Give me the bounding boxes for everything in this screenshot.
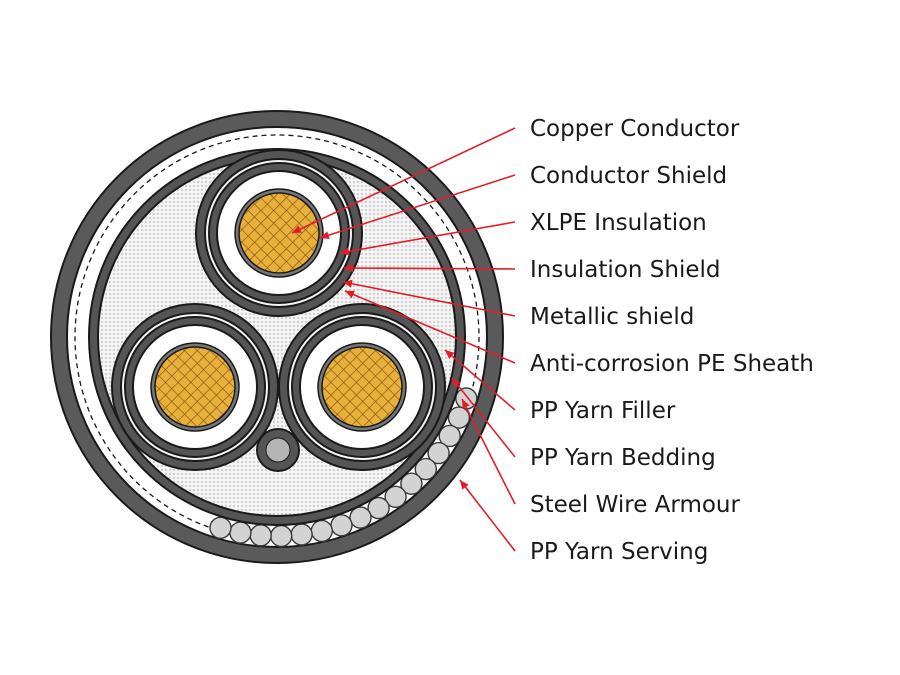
steel-wire <box>249 524 272 547</box>
centre-filler-core <box>265 437 291 463</box>
steel-wire <box>427 441 450 465</box>
steel-wire <box>384 485 407 508</box>
leader-insulation-shield <box>343 267 516 270</box>
label-copper-conductor: Copper Conductor <box>530 116 740 142</box>
arrowhead-icon <box>344 264 353 273</box>
arrowhead-icon <box>462 399 470 409</box>
steel-wire <box>330 514 353 537</box>
conductor-core <box>111 303 279 471</box>
leader-metallic-shield <box>342 281 516 317</box>
steel-wire <box>310 519 333 543</box>
copper-conductor <box>238 192 320 274</box>
steel-wire <box>367 496 390 520</box>
steel-wire <box>438 424 461 448</box>
steel-wire <box>400 472 423 495</box>
label-xlpe-insulation: XLPE Insulation <box>530 210 707 236</box>
leader-pp-yarn-serving <box>459 479 516 552</box>
arrowhead-icon <box>340 247 350 256</box>
steel-wire <box>290 523 313 546</box>
steel-wire <box>209 516 232 539</box>
label-steel-wire-armour: Steel Wire Armour <box>530 492 740 518</box>
steel-wire <box>349 506 372 529</box>
arrowhead-icon <box>343 279 353 288</box>
leader-steel-wire-armour <box>461 398 516 505</box>
conductor-core <box>278 303 446 471</box>
conductor-core <box>195 149 363 317</box>
leader-pp-yarn-bedding <box>451 377 516 458</box>
leader-anti-corrosion-pe-sheath <box>344 290 516 364</box>
leader-pp-yarn-filler <box>444 349 516 411</box>
leader-conductor-shield <box>319 174 516 239</box>
arrowhead-icon <box>292 225 302 233</box>
label-pp-yarn-serving: PP Yarn Serving <box>530 539 708 565</box>
steel-wire <box>229 521 252 544</box>
leader-copper-conductor <box>291 127 516 234</box>
arrowhead-icon <box>320 231 330 239</box>
label-anti-corrosion-pe-sheath: Anti-corrosion PE Sheath <box>530 351 814 377</box>
copper-conductor <box>321 346 403 428</box>
arrowhead-icon <box>345 290 355 299</box>
steel-wire <box>447 406 471 429</box>
label-metallic-shield: Metallic shield <box>530 304 694 330</box>
conductor-cores <box>111 149 446 471</box>
arrowhead-icon <box>460 480 469 490</box>
steel-wire <box>270 524 293 548</box>
leader-xlpe-insulation <box>339 221 516 254</box>
arrowhead-icon <box>445 350 455 359</box>
arrowhead-icon <box>452 378 461 388</box>
label-pp-yarn-filler: PP Yarn Filler <box>530 398 676 424</box>
steel-wire <box>414 457 437 481</box>
copper-conductor <box>154 346 236 428</box>
label-conductor-shield: Conductor Shield <box>530 163 727 189</box>
label-insulation-shield: Insulation Shield <box>530 257 720 283</box>
label-pp-yarn-bedding: PP Yarn Bedding <box>530 445 716 471</box>
leader-lines <box>291 127 516 552</box>
steel-wires <box>209 387 478 548</box>
